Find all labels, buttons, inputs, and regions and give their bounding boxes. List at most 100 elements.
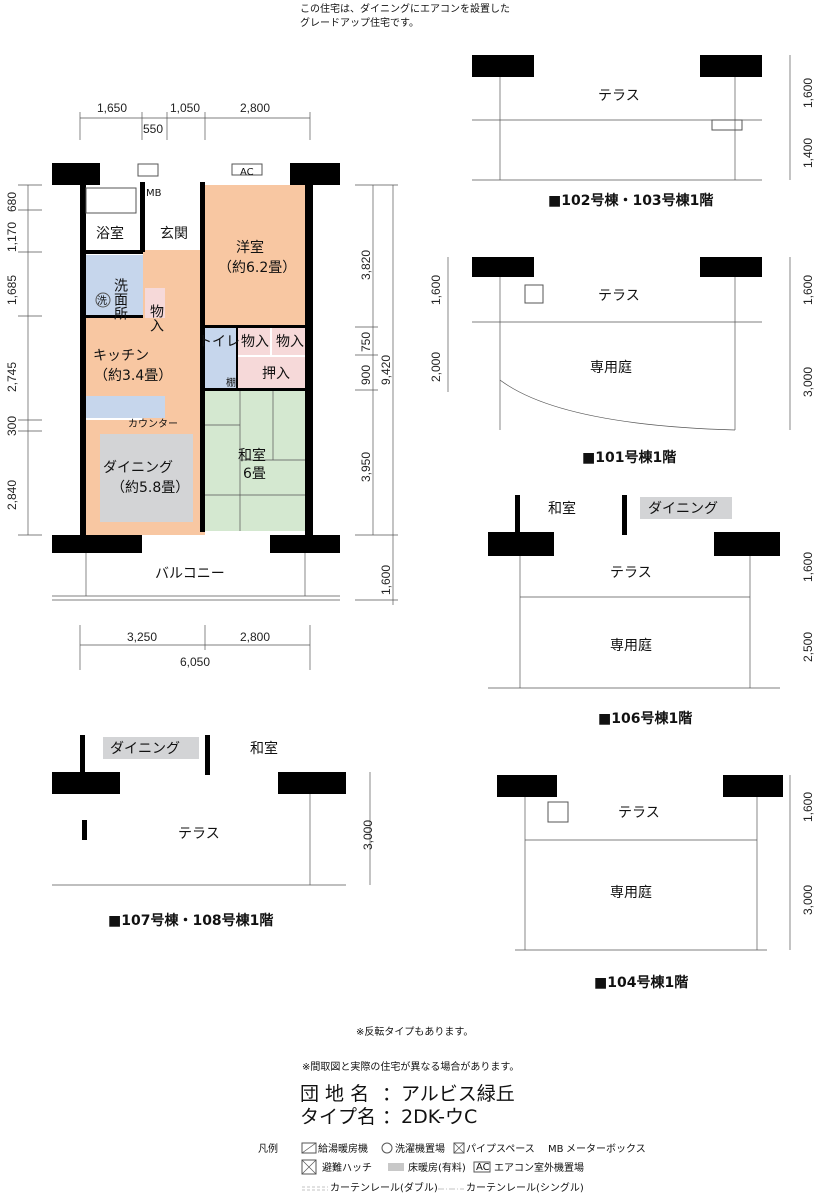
dim-top-1050: 1,050 — [170, 101, 200, 115]
dim-top-1650: 1,650 — [97, 101, 127, 115]
legend-water-heater: 給湯暖房機 — [318, 1142, 368, 1155]
v5-caption: ■104号棟1階 — [594, 974, 688, 991]
v1-dim-2: 1,400 — [801, 138, 815, 168]
dim-top-2800: 2,800 — [240, 101, 270, 115]
v2-dim-1: 1,600 — [429, 275, 443, 305]
storage-3 — [272, 327, 305, 355]
v3-terrace: テラス — [610, 565, 652, 581]
label-storage: 物入 — [148, 304, 164, 332]
v2-dim-2: 2,000 — [429, 352, 443, 382]
dim-bottom-2800: 2,800 — [240, 630, 270, 644]
legend-escape-hatch: 避難ハッチ — [322, 1161, 372, 1174]
v5-dim-2: 3,000 — [801, 885, 815, 915]
note-disclaimer: ※間取図と実際の住宅が異なる場合があります。 — [302, 1060, 519, 1073]
legend-ac-mark: AC — [476, 1162, 490, 1173]
western-room — [205, 185, 305, 327]
v1-dim-1: 1,600 — [801, 78, 815, 108]
v4-dining: ダイニング — [110, 741, 180, 757]
variant-107-108: ダイニング 和室 テラス 3,000 ■107号棟・108号棟1階 — [52, 735, 375, 929]
japanese-room — [205, 391, 305, 531]
label-closet: 押入 — [262, 366, 290, 382]
label-bath: 浴室 — [96, 225, 124, 242]
label-storage-2: 物入 — [241, 334, 269, 350]
v5-terrace: テラス — [618, 805, 660, 821]
label-entrance: 玄関 — [160, 225, 188, 242]
legend-floor-heating: 床暖房(有料) — [408, 1161, 466, 1174]
label-western-room: 洋室 — [236, 239, 264, 256]
estate-name: ：アルビス緑丘 — [382, 1083, 515, 1105]
dim-right-1600: 1,600 — [379, 565, 393, 595]
dim-bottom-6050: 6,050 — [180, 655, 210, 669]
pipe-space-icon — [453, 1142, 465, 1154]
v4-dim-1: 3,000 — [361, 820, 375, 850]
legend-curtain-double: カーテンレール(ダブル) — [330, 1181, 438, 1193]
ac-box-icon — [473, 1161, 491, 1173]
dim-left-2840: 2,840 — [5, 480, 19, 510]
dim-left-300: 300 — [5, 416, 19, 436]
dim-right-3820: 3,820 — [359, 250, 373, 280]
label-kitchen: キッチン — [93, 348, 149, 364]
legend-title: 凡例 — [258, 1142, 278, 1155]
header-note-line1: この住宅は、ダイニングにエアコンを設置した — [300, 2, 510, 15]
kitchen-counter — [86, 396, 165, 418]
v5-garden: 専用庭 — [610, 884, 652, 901]
v4-caption: ■107号棟・108号棟1階 — [108, 912, 273, 929]
v2-terrace: テラス — [598, 288, 640, 304]
label-washer: 洗 — [97, 295, 107, 307]
label-counter: カウンター — [128, 418, 178, 430]
floor-heating-area — [100, 434, 193, 522]
label-balcony: バルコニー — [155, 566, 225, 582]
dim-left-2745: 2,745 — [5, 362, 19, 392]
v3-caption: ■106号棟1階 — [598, 710, 692, 727]
v3-dim-1: 1,600 — [801, 552, 815, 582]
label-japanese-room: 和室 — [238, 447, 266, 464]
variant-106: 和室 ダイニング テラス 専用庭 1,600 2,500 ■106号棟1階 — [488, 495, 815, 727]
storage-2 — [238, 327, 270, 355]
escape-hatch-icon — [301, 1159, 317, 1175]
v3-dim-2: 2,500 — [801, 632, 815, 662]
v3-japanese: 和室 — [548, 500, 576, 517]
toilet — [205, 327, 237, 389]
water-heater-icon — [301, 1142, 317, 1154]
v3-garden: 専用庭 — [610, 637, 652, 654]
label-mb: MB — [146, 188, 162, 199]
main-floor-plan: 1,650 1,050 2,800 550 680 1,170 1,685 2,… — [5, 101, 398, 670]
legend-mb-mark: MB — [548, 1144, 564, 1155]
note-reversed: ※反転タイプもあります。 — [356, 1026, 473, 1038]
legend-ac-unit: エアコン室外機置場 — [494, 1161, 584, 1174]
dim-right-750: 750 — [359, 332, 373, 352]
label-dining: ダイニング — [103, 460, 173, 476]
dim-bottom-3250: 3,250 — [127, 630, 157, 644]
variant-104: テラス 専用庭 1,600 3,000 ■104号棟1階 — [497, 775, 815, 991]
header-note-line2: グレードアップ住宅です。 — [300, 16, 419, 29]
variant-102-103: テラス 1,600 1,400 ■102号棟・103号棟1階 — [472, 55, 815, 209]
v2-garden: 専用庭 — [590, 359, 632, 376]
dim-left-1170: 1,170 — [5, 222, 19, 252]
label-western-size: （約6.2畳） — [218, 260, 296, 276]
dim-right-3950: 3,950 — [359, 452, 373, 482]
kitchen — [86, 318, 165, 396]
label-kitchen-size: （約3.4畳） — [94, 368, 172, 384]
v4-terrace: テラス — [178, 826, 220, 842]
label-ac: AC — [240, 167, 254, 178]
label-shelf: 棚 — [226, 376, 236, 389]
label-dining-size: （約5.8畳） — [111, 480, 189, 496]
label-washroom: 洗面所 — [112, 278, 128, 320]
v4-japanese: 和室 — [250, 740, 278, 757]
estate-label: 団 地 名 — [300, 1083, 369, 1105]
washer-icon — [381, 1142, 393, 1154]
oshiire-closet — [238, 357, 305, 389]
washroom — [86, 255, 143, 315]
double-curtain-rail-icon — [302, 1186, 328, 1191]
v1-terrace: テラス — [598, 88, 640, 104]
dim-right-9420: 9,420 — [379, 355, 393, 385]
floor-heating-icon — [388, 1163, 404, 1171]
dim-top-550: 550 — [143, 122, 163, 136]
type-name: ：2DK-ウC — [382, 1106, 477, 1128]
legend-washer: 洗濯機置場 — [395, 1142, 445, 1155]
v1-caption: ■102号棟・103号棟1階 — [548, 192, 713, 209]
v3-dining: ダイニング — [648, 501, 718, 517]
v5-dim-1: 1,600 — [801, 792, 815, 822]
legend-meter-box: メーターボックス — [566, 1143, 646, 1155]
